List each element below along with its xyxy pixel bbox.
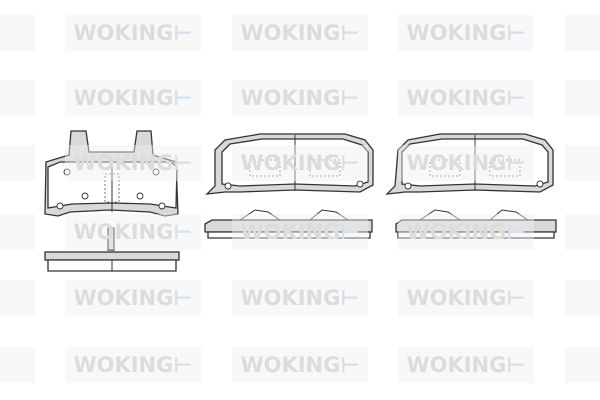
brake-pad-middle	[204, 133, 374, 239]
brake-pad-right	[385, 133, 557, 239]
brake-pad-left	[44, 130, 180, 272]
